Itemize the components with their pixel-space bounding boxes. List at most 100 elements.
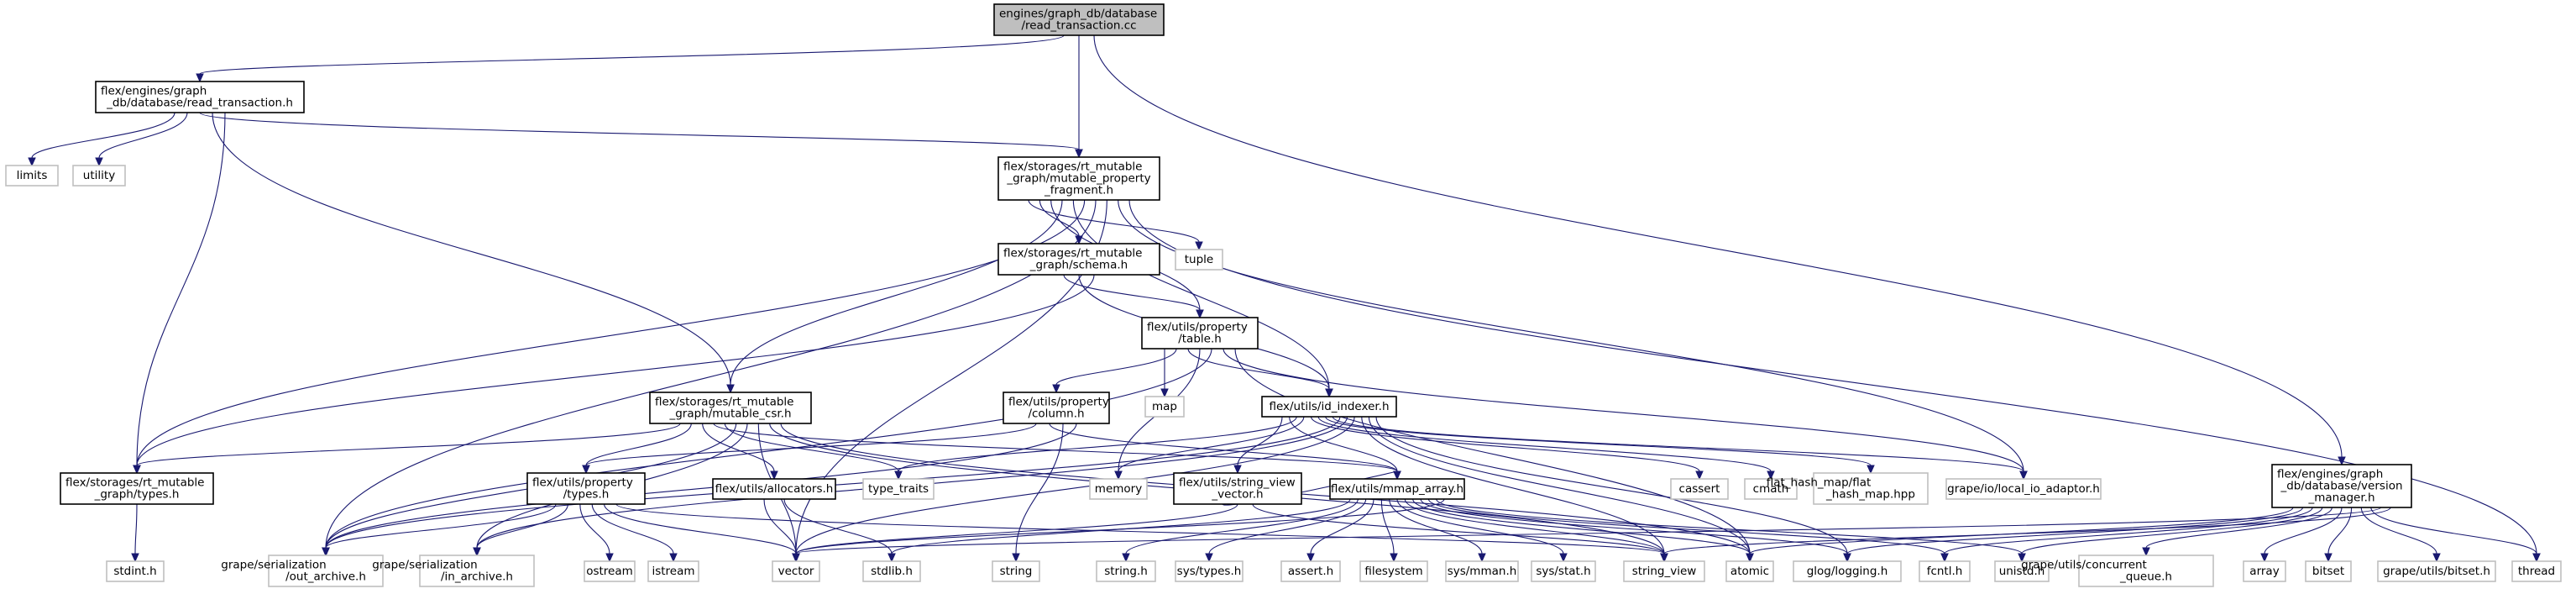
edge-n_vm-to-n_gbitset <box>2360 507 2441 563</box>
node-label: _graph/mutable_property <box>1006 172 1150 186</box>
node-ptypes[interactable]: flex/utils/property/types.h <box>526 472 646 505</box>
node-schema[interactable]: flex/storages/rt_mutable_graph/schema.h <box>997 243 1160 276</box>
node-svv[interactable]: flex/utils/string_view_vector.h <box>1173 472 1302 505</box>
node-csr[interactable]: flex/storages/rt_mutable_graph/mutable_c… <box>649 392 812 424</box>
node-stdint: stdint.h <box>106 560 165 582</box>
node-label: fcntl.h <box>1927 565 1963 578</box>
edge-n_rth-to-n_utility <box>95 112 188 167</box>
edge-n_idx-to-n_fhm <box>1325 416 1875 475</box>
node-string: string <box>992 560 1040 582</box>
edge-n_mmap-to-n_systypes <box>1205 498 1367 563</box>
node-label: cmath <box>1753 482 1789 496</box>
node-cmath: cmath <box>1744 478 1798 500</box>
node-label: _graph/types.h <box>94 488 180 502</box>
node-mpf[interactable]: flex/storages/rt_mutable_graph/mutable_p… <box>997 156 1160 201</box>
node-table[interactable]: flex/utils/property/table.h <box>1141 317 1259 350</box>
edge-n_ptypes-to-n_istream <box>591 503 678 563</box>
edge-n_mmap-to-n_fcntl <box>1427 498 1949 563</box>
node-oa: grape/serialization/out_archive.h <box>221 555 384 587</box>
edge-n_idx-to-n_cassert <box>1310 416 1704 481</box>
node-vm[interactable]: flex/engines/graph_db/database/version_m… <box>2271 464 2412 508</box>
node-column[interactable]: flex/utils/property/column.h <box>1003 392 1110 424</box>
node-label: type_traits <box>868 482 929 496</box>
edge-n_vm-to-n_vector <box>792 507 2382 563</box>
node-mmap[interactable]: flex/utils/mmap_array.h <box>1329 478 1465 500</box>
node-label: flex/utils/property <box>532 476 633 490</box>
node-label: flex/storages/rt_mutable <box>655 396 793 409</box>
edge-n_vm-to-n_cq <box>2142 507 2333 557</box>
edge-n_schema-to-n_table <box>1063 274 1204 319</box>
node-sv: string_view <box>1623 560 1705 582</box>
node-istream: istream <box>647 560 699 582</box>
node-unistd: unistd.h <box>1994 560 2050 582</box>
edge-n_ptypes-to-n_ia <box>473 503 568 557</box>
node-label: string_view <box>1632 565 1697 578</box>
edge-n_mmap-to-n_stringh <box>1122 498 1359 563</box>
node-stat: sys/stat.h <box>1531 560 1596 582</box>
node-label: _graph/schema.h <box>1029 259 1128 272</box>
node-idx[interactable]: flex/utils/id_indexer.h <box>1261 396 1397 418</box>
node-label: bitset <box>2312 565 2344 578</box>
node-alloc[interactable]: flex/utils/allocators.h <box>712 478 836 500</box>
node-label: grape/utils/bitset.h <box>2383 565 2490 578</box>
node-label: flex/utils/string_view <box>1179 476 1296 490</box>
edge-n_mmap-to-n_asserth <box>1306 498 1374 563</box>
edge-n_rth-to-n_rtypes <box>133 112 226 475</box>
edge-n_mpf-to-n_tuple <box>1028 199 1203 251</box>
node-atomic: atomic <box>1725 560 1774 582</box>
node-label: cassert <box>1679 482 1720 496</box>
node-label: grape/io/local_io_adaptor.h <box>1947 482 2100 496</box>
edge-n_csr-to-n_tt <box>724 423 903 481</box>
node-label: flex/engines/graph <box>2277 468 2383 481</box>
edge-n_rth-to-n_limits <box>28 112 175 167</box>
node-label: grape/serialization <box>372 559 477 572</box>
edge-n_ptypes-to-n_oa <box>322 503 557 557</box>
node-label: string.h <box>1104 565 1148 578</box>
node-label: flex/utils/mmap_array.h <box>1331 482 1463 496</box>
node-vector: vector <box>772 560 820 582</box>
edge-n_vm-to-n_array <box>2260 507 2343 563</box>
edge-n_ptypes-to-n_vector <box>604 503 800 563</box>
node-fhm: flat_hash_map/flat_hash_map.hpp <box>1767 472 1929 505</box>
edge-n_csr-to-n_alloc <box>702 423 778 481</box>
node-rtypes[interactable]: flex/storages/rt_mutable_graph/types.h <box>60 472 214 505</box>
node-rt[interactable]: engines/graph_db/database/read_transacti… <box>993 3 1165 36</box>
node-rth[interactable]: flex/engines/graph_db/database/read_tran… <box>95 81 305 113</box>
edge-n_svv-to-n_mmap <box>1222 470 1401 506</box>
edge-n_mpf-to-n_csr <box>726 199 1063 394</box>
edge-n_rth-to-n_csr <box>212 112 735 394</box>
node-label: flex/utils/property <box>1008 396 1109 409</box>
edge-n_csr-to-n_rtypes <box>133 423 681 475</box>
edge-n_vm-to-n_bitset <box>2324 507 2353 563</box>
node-label: atomic <box>1730 565 1769 578</box>
node-map: map <box>1144 396 1185 418</box>
node-label: engines/graph_db/database <box>999 8 1157 21</box>
node-label: flex/storages/rt_mutable <box>65 476 204 490</box>
node-label: sys/mman.h <box>1448 565 1517 578</box>
node-tt: type_traits <box>862 478 935 500</box>
edge-n_table-to-n_oa <box>322 348 1212 557</box>
node-label: utility <box>83 169 115 182</box>
node-asserth: assert.h <box>1280 560 1341 582</box>
node-label: _manager.h <box>2307 491 2374 505</box>
node-label: flex/storages/rt_mutable <box>1003 160 1142 174</box>
node-label: /read_transaction.cc <box>1021 19 1136 33</box>
node-label: flat_hash_map/flat <box>1767 476 1872 490</box>
node-label: _db/database/read_transaction.h <box>106 97 293 110</box>
edge-n_vm-to-n_thread <box>2370 507 2541 563</box>
node-lio: grape/io/local_io_adaptor.h <box>1945 478 2102 500</box>
node-tuple: tuple <box>1175 249 1223 271</box>
edge-n_alloc-to-n_stdlib <box>783 498 896 563</box>
edge-n_vm-to-n_sv <box>1660 507 2391 563</box>
node-label: istream <box>652 565 694 578</box>
node-stringh: string.h <box>1096 560 1156 582</box>
node-label: sys/stat.h <box>1536 565 1590 578</box>
edge-n_alloc-to-n_vector <box>763 498 800 563</box>
node-label: ostream <box>586 565 633 578</box>
node-label: limits <box>17 169 48 182</box>
edge-n_mmap-to-n_vector <box>792 498 1445 563</box>
node-label: /in_archive.h <box>441 570 513 584</box>
edge-n_idx-to-n_svv <box>1233 416 1283 475</box>
node-label: _hash_map.hpp <box>1825 488 1915 502</box>
